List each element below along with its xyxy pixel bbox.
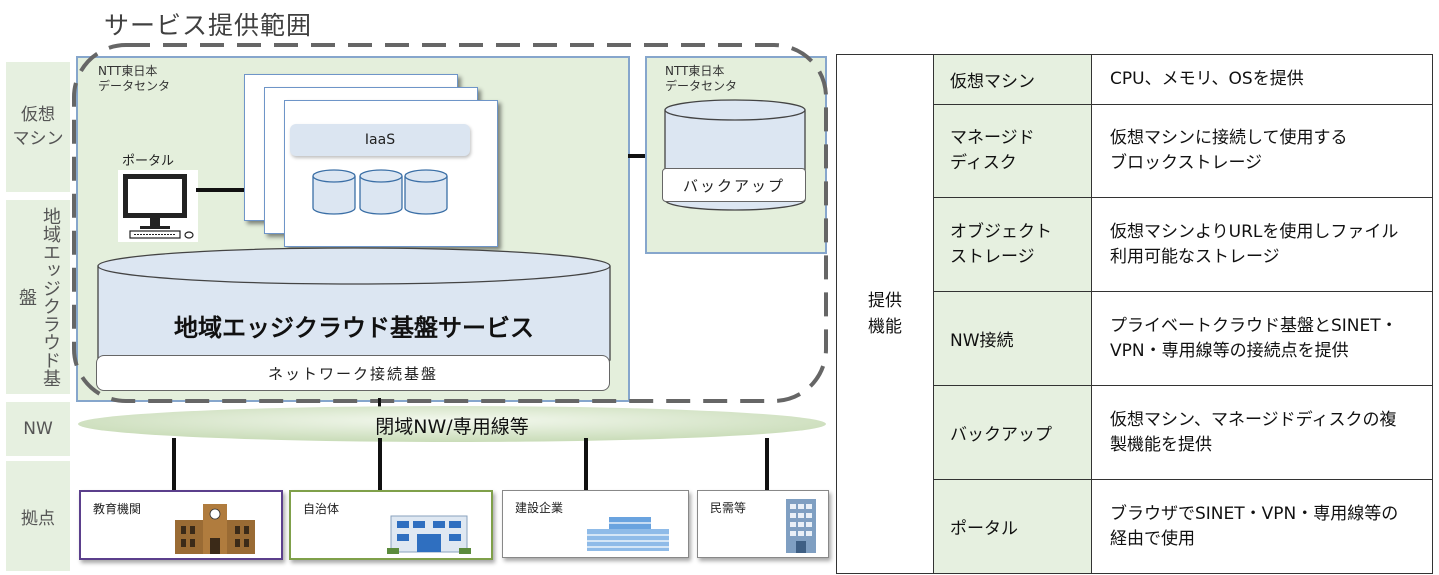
site-private-label: 民需等 — [710, 501, 747, 515]
dc-link-line — [628, 154, 645, 158]
site-link-construction — [584, 438, 588, 490]
platform-title: 地域エッジクラウド基盤サービス — [174, 314, 534, 342]
tower-building-icon — [786, 499, 816, 553]
function-row: ポータル ブラウザでSINET・VPN・専用線等の 経由で使用 — [837, 479, 1433, 574]
function-table-header: 提供 機能 — [836, 54, 934, 574]
site-construction-label: 建設企業 — [515, 501, 564, 515]
function-desc: 仮想マシンよりURLを使用しファイル 利用可能なストレージ — [1091, 197, 1433, 293]
site-education-label: 教育機関 — [93, 502, 142, 516]
portal-link-line — [196, 188, 244, 192]
closed-network-ellipse — [78, 406, 826, 442]
function-name: オブジェクト ストレージ — [933, 197, 1092, 293]
function-name-text: NW接続 — [950, 331, 1014, 352]
site-construction: 建設企業 — [502, 490, 689, 558]
function-desc-text: 仮想マシンよりURLを使用しファイル 利用可能なストレージ — [1110, 221, 1399, 267]
lane-virtual-machine-label: 仮想 マシン — [12, 105, 64, 149]
site-link-education — [172, 438, 176, 490]
lane-network-label: NW — [23, 419, 53, 439]
function-name-text: マネージド ディスク — [950, 128, 1035, 174]
lane-virtual-machine: 仮想 マシン — [6, 62, 70, 192]
function-table: 提供 機能 仮想マシン CPU、メモリ、OSを提供 マネージド ディスク 仮想マ… — [836, 54, 1433, 574]
site-link-private — [765, 438, 769, 490]
function-name: NW接続 — [933, 291, 1092, 387]
function-name: 仮想マシン — [933, 54, 1092, 105]
lane-sites-label: 拠点 — [21, 508, 55, 529]
function-desc-text: 仮想マシン、マネージドディスクの複 製機能を提供 — [1110, 409, 1397, 455]
function-row: オブジェクト ストレージ 仮想マシンよりURLを使用しファイル 利用可能なストレ… — [837, 197, 1433, 293]
function-name: バックアップ — [933, 385, 1092, 481]
office-building-icon — [587, 517, 669, 551]
function-name-text: 仮想マシン — [950, 71, 1035, 92]
site-education: 教育機関 — [79, 490, 283, 560]
function-name-text: ポータル — [950, 519, 1018, 540]
site-municipality-label: 自治体 — [303, 502, 340, 516]
backup-data-center-label: NTT東日本 データセンタ — [665, 64, 738, 93]
service-scope-title: サービス提供範囲 — [104, 11, 313, 40]
platform-network-link — [378, 398, 381, 412]
function-desc-text: ブラウザでSINET・VPN・専用線等の 経由で使用 — [1110, 503, 1399, 549]
city-hall-icon — [387, 515, 471, 554]
main-data-center-label: NTT東日本 データセンタ — [98, 64, 171, 93]
lane-network: NW — [6, 402, 70, 456]
network-base-label: ネットワーク接続基盤 — [96, 355, 610, 391]
function-row: バックアップ 仮想マシン、マネージドディスクの複 製機能を提供 — [837, 385, 1433, 481]
function-desc: ブラウザでSINET・VPN・専用線等の 経由で使用 — [1091, 479, 1433, 574]
closed-network-label: 閉域NW/専用線等 — [375, 416, 529, 438]
function-desc-text: プライベートクラウド基盤とSINET・ VPN・専用線等の接続点を提供 — [1110, 315, 1398, 361]
platform-cylinder-icon — [97, 247, 611, 375]
function-name-text: バックアップ — [950, 425, 1052, 446]
function-desc: CPU、メモリ、OSを提供 — [1091, 54, 1433, 105]
computer-icon — [118, 170, 198, 242]
school-building-icon — [175, 504, 255, 554]
lane-sites: 拠点 — [6, 461, 70, 571]
storage-disks-icon — [312, 169, 448, 215]
site-private: 民需等 — [697, 490, 829, 558]
function-desc-text: CPU、メモリ、OSを提供 — [1110, 68, 1304, 89]
function-row: 提供 機能 仮想マシン CPU、メモリ、OSを提供 — [836, 54, 1433, 574]
portal-label: ポータル — [122, 154, 175, 169]
function-desc-text: 仮想マシンに接続して使用する ブロックストレージ — [1110, 128, 1348, 174]
function-name-text: オブジェクト ストレージ — [950, 221, 1052, 267]
site-municipality: 自治体 — [289, 490, 493, 560]
backup-label: バックアップ — [662, 168, 806, 202]
service-scope-outline — [72, 43, 828, 403]
function-name: マネージド ディスク — [933, 103, 1092, 199]
function-desc: 仮想マシンに接続して使用する ブロックストレージ — [1091, 103, 1433, 199]
function-desc: 仮想マシン、マネージドディスクの複 製機能を提供 — [1091, 385, 1433, 481]
function-row: NW接続 プライベートクラウド基盤とSINET・ VPN・専用線等の接続点を提供 — [837, 291, 1433, 387]
iaas-label-box: IaaS — [290, 124, 470, 156]
function-name: ポータル — [933, 479, 1092, 574]
site-link-municipality — [378, 438, 382, 490]
function-desc: プライベートクラウド基盤とSINET・ VPN・専用線等の接続点を提供 — [1091, 291, 1433, 387]
lane-edge-cloud-label: 地域エッジクラウド基盤 — [16, 207, 61, 387]
function-row: マネージド ディスク 仮想マシンに接続して使用する ブロックストレージ — [837, 103, 1433, 199]
lane-edge-cloud: 地域エッジクラウド基盤 — [6, 200, 70, 394]
